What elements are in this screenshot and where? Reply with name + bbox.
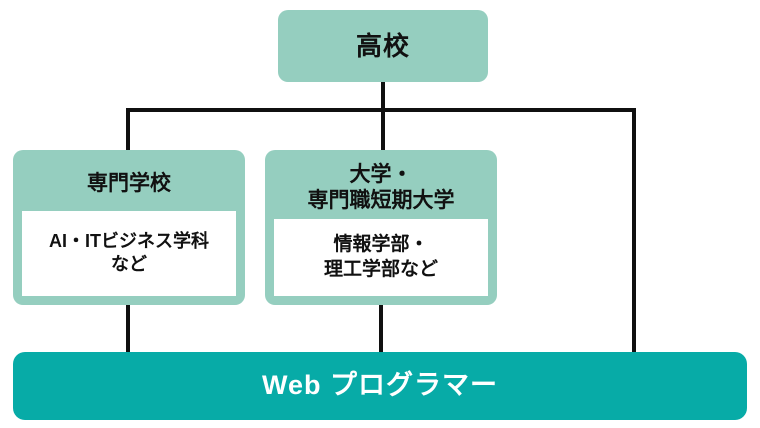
node-vocational-school[interactable]: 専門学校 AI・ITビジネス学科 など	[13, 150, 245, 305]
node-web-programmer[interactable]: Web プログラマー	[13, 352, 747, 420]
node-high-school[interactable]: 高校	[278, 10, 488, 82]
connector-branch-center	[381, 108, 385, 153]
connector-branch-right	[632, 108, 636, 356]
node-vocational-school-title: 専門学校	[87, 172, 171, 195]
connector-top-stem	[381, 82, 385, 110]
node-university[interactable]: 大学・ 専門職短期大学 情報学部・ 理工学部など	[265, 150, 497, 305]
node-web-programmer-title: Web プログラマー	[261, 370, 498, 401]
node-vocational-school-detail: AI・ITビジネス学科 など	[22, 210, 236, 296]
connector-university-to-goal	[379, 302, 383, 356]
connector-branch-left	[126, 108, 130, 153]
node-university-title: 大学・ 専門職短期大学	[307, 163, 455, 212]
connector-school-to-goal	[126, 302, 130, 356]
node-high-school-title: 高校	[355, 30, 410, 61]
node-university-detail: 情報学部・ 理工学部など	[274, 219, 488, 296]
